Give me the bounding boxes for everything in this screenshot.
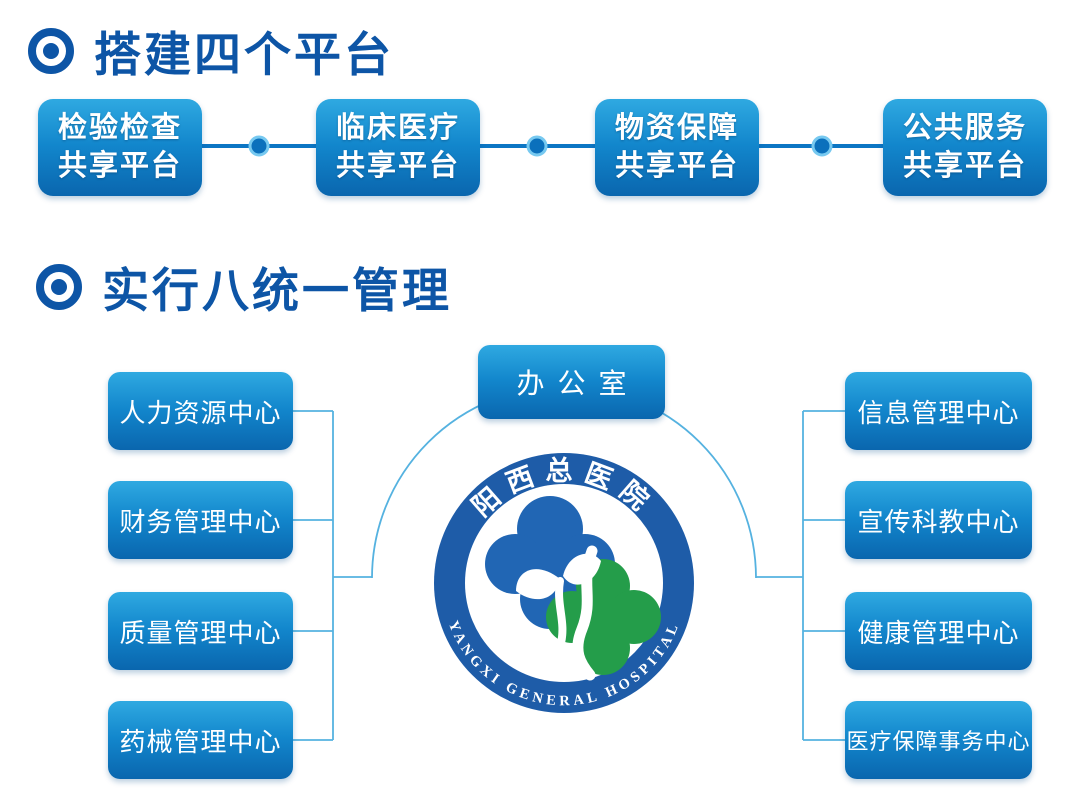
platform-box-line1: 物资保障	[614, 112, 739, 145]
platform-box-line2: 共享平台	[335, 149, 460, 182]
platforms-heading-text: 搭建四个平台	[94, 28, 394, 81]
bullseye-icon	[36, 263, 82, 310]
platform-box-line1: 临床医疗	[335, 112, 460, 145]
section-heading-management: 实行八统一管理	[36, 252, 452, 321]
center-box-health-management: 健康管理中心	[845, 592, 1032, 670]
bullseye-dot	[51, 278, 67, 295]
connector-dot-icon	[811, 135, 833, 157]
bullseye-icon	[28, 27, 74, 74]
platform-box-line2: 共享平台	[614, 149, 739, 182]
logo-leaf-icon	[516, 553, 601, 600]
section-heading-platforms: 搭建四个平台	[28, 16, 394, 85]
center-box-finance: 财务管理中心	[108, 481, 293, 559]
center-box-information: 信息管理中心	[845, 372, 1032, 450]
logo-leaf-stem	[555, 577, 567, 647]
center-box-quality: 质量管理中心	[108, 592, 293, 670]
center-box-medical-insurance: 医疗保障事务中心	[845, 701, 1032, 779]
platform-box-line1: 检验检查	[57, 112, 182, 145]
right-bracket-connector	[756, 410, 845, 741]
platform-box-line1: 公共服务	[902, 112, 1027, 145]
platform-box-materials: 物资保障 共享平台	[595, 99, 759, 196]
platform-box-public-service: 公共服务 共享平台	[883, 99, 1047, 196]
management-heading-text: 实行八统一管理	[102, 264, 452, 317]
platform-box-inspection: 检验检查 共享平台	[38, 99, 202, 196]
hospital-logo: 阳西总医院 YANGXI GENERAL HOSPITAL	[434, 453, 694, 713]
platform-box-line2: 共享平台	[902, 149, 1027, 182]
bullseye-dot	[43, 42, 59, 59]
office-box: 办公室	[478, 345, 665, 419]
connector-dot-icon	[526, 135, 548, 157]
left-bracket-connector	[293, 410, 372, 741]
center-box-publicity-education: 宣传科教中心	[845, 481, 1032, 559]
center-box-human-resources: 人力资源中心	[108, 372, 293, 450]
platform-box-clinical: 临床医疗 共享平台	[316, 99, 480, 196]
center-box-pharmacy-equipment: 药械管理中心	[108, 701, 293, 779]
platform-box-line2: 共享平台	[57, 149, 182, 182]
connector-dot-icon	[248, 135, 270, 157]
